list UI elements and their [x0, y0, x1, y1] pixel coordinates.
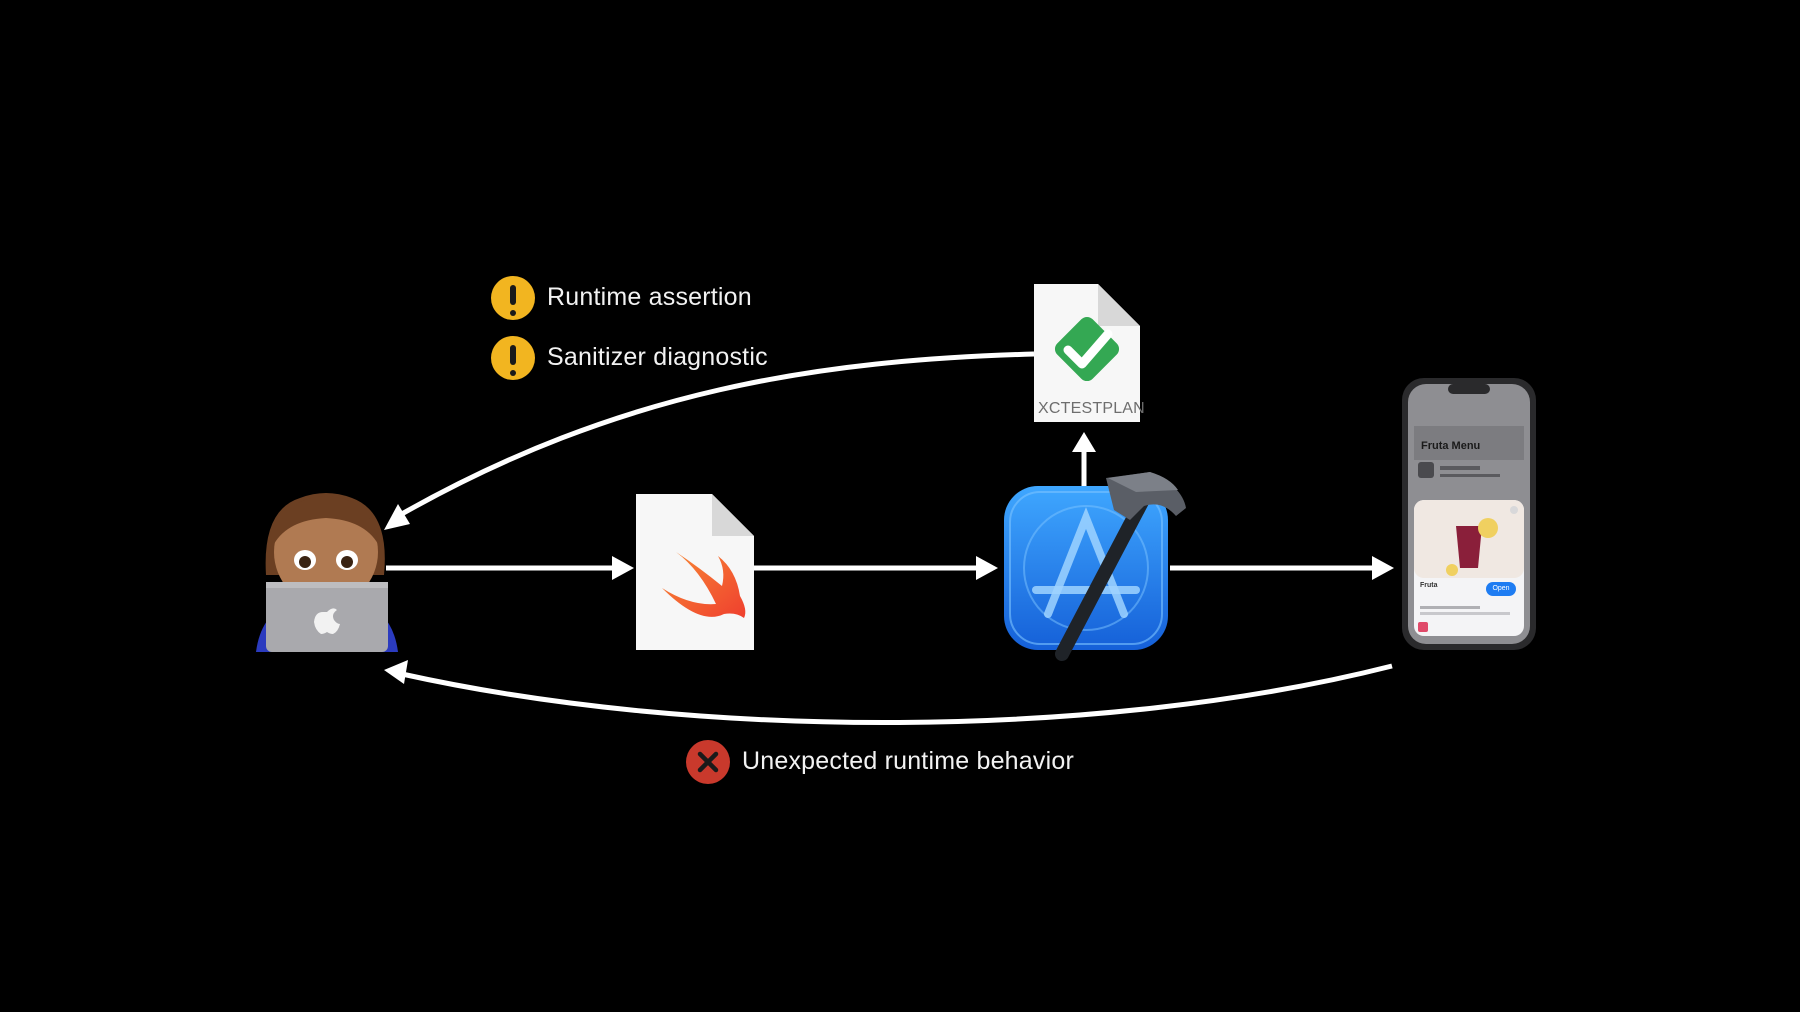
xcode-icon [1004, 472, 1186, 661]
arrow-phone-to-dev [384, 660, 1393, 725]
iphone-app-icon [1402, 378, 1536, 650]
runtime-assertion-label: Runtime assertion [547, 283, 752, 311]
arrow-dev-to-swift [386, 556, 634, 580]
unexpected-behavior-label: Unexpected runtime behavior [742, 747, 1074, 775]
swift-file-icon [636, 494, 754, 650]
arrow-xcode-to-phone [1170, 556, 1394, 580]
arrow-xcode-to-testplan [1072, 432, 1096, 486]
error-icon [686, 740, 730, 784]
testplan-caption: XCTESTPLAN [1038, 400, 1145, 417]
phone-menu-title: Fruta Menu [1421, 440, 1481, 452]
sanitizer-diagnostic-label: Sanitizer diagnostic [547, 343, 768, 371]
phone-card-title: Fruta [1420, 582, 1438, 589]
developer-memoji-icon [256, 493, 398, 652]
xctestplan-file-icon [1034, 284, 1140, 422]
phone-open-button: Open [1486, 582, 1516, 596]
arrow-testplan-to-dev [384, 351, 1035, 530]
warning-icon [491, 276, 535, 320]
arrow-swift-to-xcode [754, 556, 998, 580]
warning-icon [491, 336, 535, 380]
